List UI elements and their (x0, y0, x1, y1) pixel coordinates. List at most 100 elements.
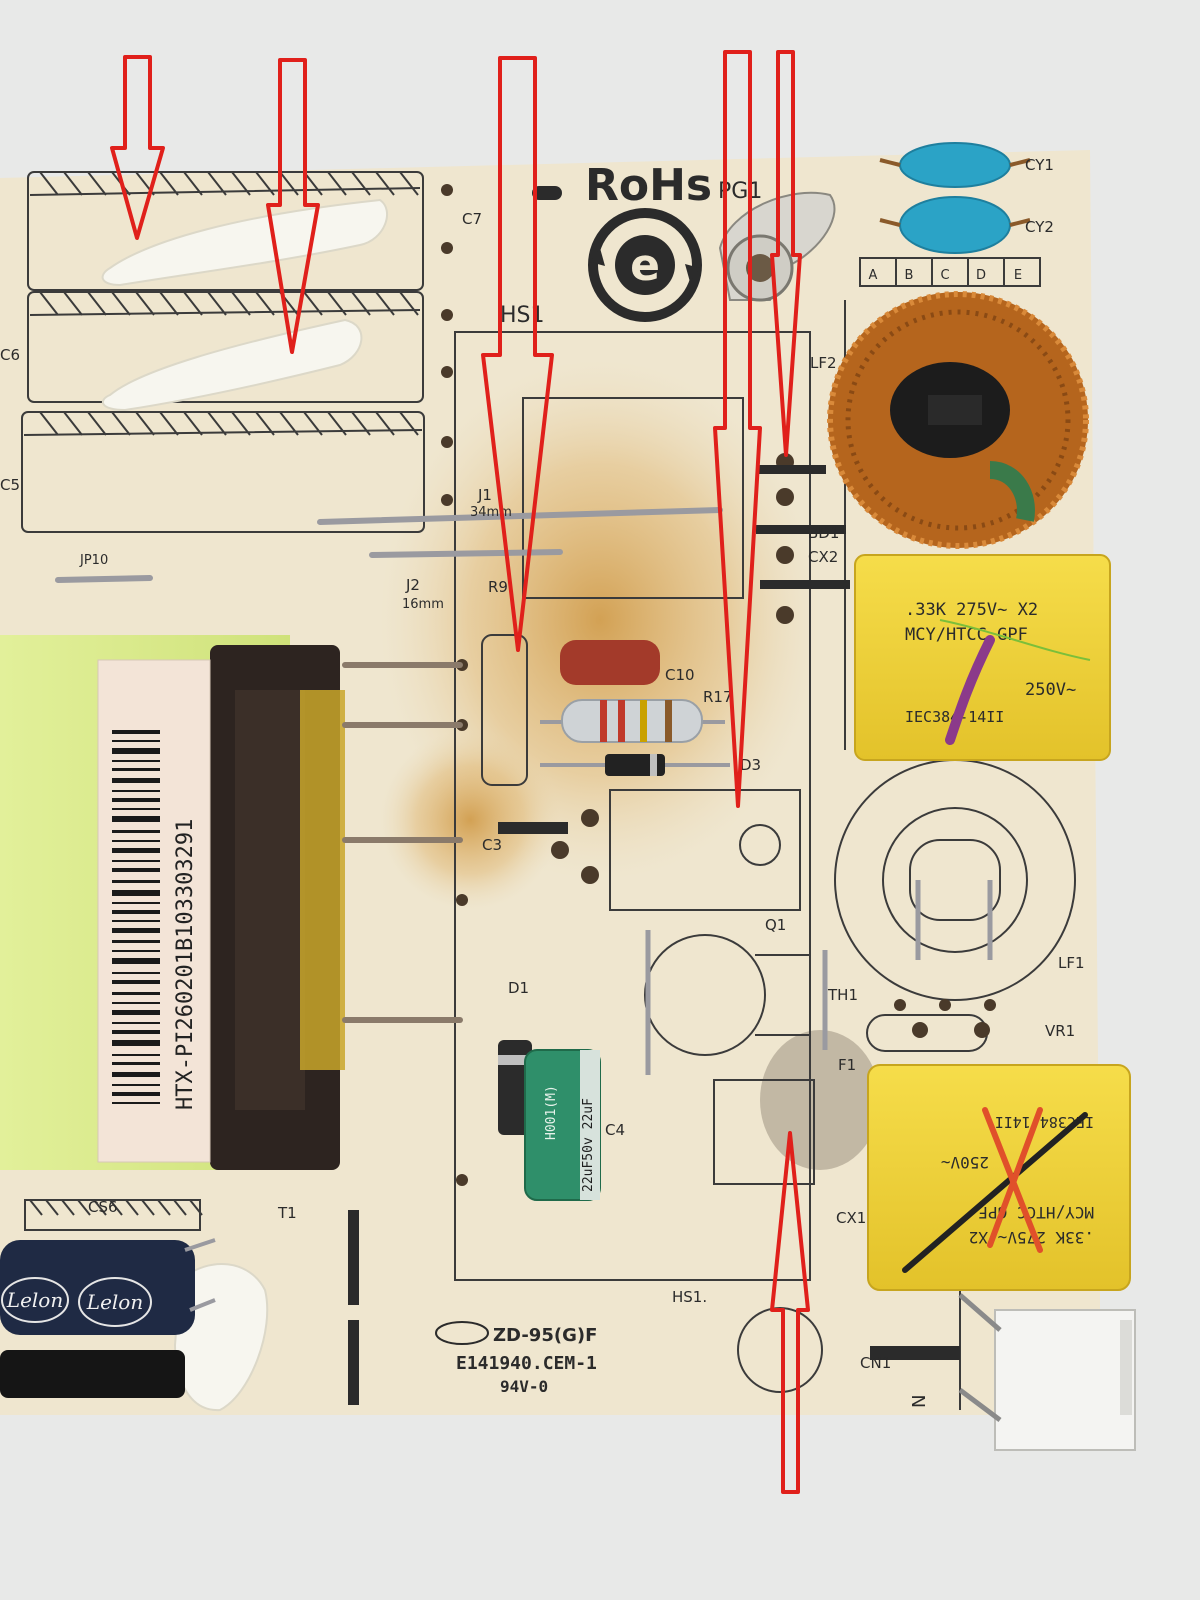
cy1-label: CY1 (1025, 156, 1054, 174)
j1-label: J1 (477, 486, 492, 504)
hatch-line (255, 291, 275, 316)
lf1-label: LF1 (1058, 954, 1085, 972)
silk-bars (348, 186, 960, 1405)
c7-label: C7 (462, 210, 482, 228)
q1-transistor-outline (644, 930, 828, 1075)
hatch-line (157, 1199, 171, 1216)
hatch-line (87, 171, 107, 196)
hatch-line (231, 171, 251, 196)
hatch-line (135, 411, 155, 436)
bulk-cap-brand-1: Lelon (6, 1288, 63, 1312)
xcap-line1: .33K 275V~ X2 (905, 600, 1038, 620)
cy2-label: CY2 (1025, 218, 1054, 236)
hatch-line (87, 291, 107, 316)
r9-outline (481, 634, 528, 786)
silkscreen-outlines (21, 171, 1076, 1410)
hatch-line (63, 411, 83, 436)
c10-label: C10 (665, 666, 695, 684)
hatch-line (111, 291, 131, 316)
arrow-4 (713, 50, 762, 808)
cn1-connector (958, 1293, 1136, 1451)
hatch-line (189, 1199, 203, 1216)
hatch-line (399, 291, 419, 316)
arrow-5 (770, 50, 802, 457)
xcap-line3: 250V~ (1025, 680, 1076, 700)
cx1-line3: 250V~ (941, 1153, 989, 1172)
model-label: ZD-95(G)F (493, 1325, 597, 1346)
hatch-line (303, 411, 323, 436)
arrow-6 (770, 1131, 810, 1494)
th1-label: TH1 (827, 986, 858, 1004)
hatch-line (231, 291, 251, 316)
lf2-toroid-coil (827, 291, 1089, 549)
grid-letter-a: A (869, 268, 878, 283)
c10-film-capacitor (560, 640, 660, 685)
rohs-text: RoHs (585, 160, 712, 211)
hatch-line (63, 171, 83, 196)
r17-resistor (540, 699, 725, 743)
hatch-line (183, 291, 203, 316)
hatch-line (159, 171, 179, 196)
hatch-line (29, 1199, 43, 1216)
hatch-line (39, 171, 59, 196)
hatch-line (303, 291, 323, 316)
hs1-bottom-label: HS1. (672, 1288, 707, 1306)
lf1-choke (909, 839, 1001, 960)
hatch-line (141, 1199, 155, 1216)
hatch-line (125, 1199, 139, 1216)
cx1-label: CX1 (836, 1209, 866, 1227)
hatch-line (327, 291, 347, 316)
c3-label: C3 (482, 836, 502, 854)
cx1-line2: MCY/HTCC GPF (978, 1203, 1094, 1222)
d3-diode (540, 754, 730, 776)
hatch-line (375, 291, 395, 316)
hatch-line (351, 291, 371, 316)
hatch-line (399, 171, 419, 196)
j1-length: 34mm (470, 505, 512, 520)
ul-label: E141940.CEM-1 (456, 1353, 597, 1374)
grid-boxes (859, 257, 1041, 287)
hatch-line (279, 171, 299, 196)
grid-letter-c: C (940, 268, 949, 283)
hatch-line (93, 1199, 107, 1216)
hatch-line (135, 291, 155, 316)
rating-label: 94V-0 (500, 1377, 548, 1396)
hatch-line (173, 1199, 187, 1216)
t1-label: T1 (277, 1204, 297, 1222)
f1-label: F1 (838, 1056, 856, 1074)
cs6-label: CS6 (88, 1198, 118, 1216)
bulk-capacitors: Lelon Lelon (0, 1238, 216, 1398)
bd1-label: BD1 (808, 524, 839, 542)
svg-text:e: e (630, 240, 660, 291)
hatch-line (183, 171, 203, 196)
silkscreen-labels: RoHs PG1 HS1 HS1. C7 C6 C5 JP10 J1 34mm … (0, 156, 1085, 1408)
hatch-line (207, 171, 227, 196)
jp10-label: JP10 (79, 553, 108, 568)
hatch-line (327, 171, 347, 196)
hatch-line (87, 411, 107, 436)
hatch-line (375, 411, 395, 436)
hs1-top-label: HS1 (500, 303, 545, 328)
hatch-line (61, 1199, 75, 1216)
hatch-line (351, 411, 371, 436)
hatch-line (111, 411, 131, 436)
hatch-line (327, 411, 347, 436)
cx1-line1: .33K 275V~ X2 (969, 1228, 1094, 1247)
vr1-label: VR1 (1045, 1022, 1075, 1040)
hatch-line (279, 411, 299, 436)
x-capacitor-cx2: .33K 275V~ X2 MCY/HTCC GPF 250V~ IEC384-… (854, 554, 1111, 761)
hatch-line (159, 291, 179, 316)
d1-diode (498, 1040, 532, 1135)
c5-label: C5 (0, 476, 20, 494)
j2-length: 16mm (402, 597, 444, 612)
arrow-2 (266, 58, 320, 354)
q1-label: Q1 (765, 916, 786, 934)
cx2-label: CX2 (808, 548, 838, 566)
grid-letter-b: B (905, 268, 914, 283)
hatch-line (183, 411, 203, 436)
d1-label: D1 (508, 979, 529, 997)
hatch-line (39, 291, 59, 316)
hatch-line (39, 411, 59, 436)
c6-label: C6 (0, 346, 20, 364)
